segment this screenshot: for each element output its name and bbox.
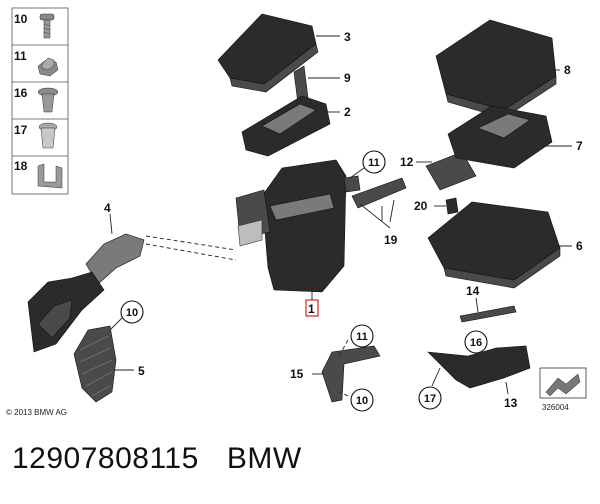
- part-12-strip: [425, 151, 477, 191]
- legend-number: 10: [14, 12, 28, 26]
- fastener-legend: 10 11 16 17 18: [11, 7, 69, 195]
- part-7-tray: [447, 105, 553, 169]
- callout-13: 13: [504, 396, 518, 410]
- clip-icon: [37, 163, 63, 189]
- callout-7: 7: [576, 139, 583, 153]
- legend-number: 16: [14, 86, 28, 100]
- callout-10-duct: 10: [126, 307, 138, 319]
- expanding-rivet-icon: [37, 87, 59, 113]
- callout-9: 9: [344, 71, 351, 85]
- hex-nut-icon: [37, 57, 59, 77]
- callout-19: 19: [384, 233, 398, 247]
- part-15-bracket: [321, 345, 381, 403]
- part-1-main-housing: [235, 159, 361, 293]
- diagram-number: 326004: [542, 403, 569, 412]
- legend-number: 17: [14, 123, 28, 137]
- exploded-parts-diagram: 10 11 16 17 18 3 9: [6, 7, 587, 417]
- part-8-cover: [435, 19, 557, 119]
- callout-17: 17: [424, 393, 436, 405]
- callout-3: 3: [344, 30, 351, 44]
- callout-1: 1: [308, 302, 315, 316]
- part-4-intake-duct: [27, 233, 145, 353]
- callout-5: 5: [138, 364, 145, 378]
- callout-12: 12: [400, 155, 414, 169]
- screw-icon: [39, 13, 55, 39]
- copyright: © 2013 BMW AG: [6, 408, 67, 417]
- callout-15: 15: [290, 367, 304, 381]
- part-14-bracket: [459, 305, 517, 323]
- callout-11-housing: 11: [368, 157, 380, 169]
- callout-11-bracket: 11: [356, 331, 368, 343]
- callout-4: 4: [104, 201, 111, 215]
- part-number: 12907808115: [12, 442, 199, 475]
- part-2-upper-module: [241, 95, 331, 157]
- callout-6: 6: [576, 239, 583, 253]
- brand-name: BMW: [226, 442, 302, 475]
- legend-number: 18: [14, 159, 28, 173]
- callout-8: 8: [564, 63, 571, 77]
- part-20-clip: [445, 197, 459, 215]
- part-3-fuse-box-cover: [217, 13, 319, 93]
- callout-2: 2: [344, 105, 351, 119]
- part-number-line: 12907808115 BMW: [12, 442, 302, 476]
- part-6-lower-cover: [427, 201, 561, 289]
- plastic-nut-icon: [38, 122, 58, 149]
- diagram-id-icon: [539, 367, 587, 399]
- callout-16: 16: [470, 337, 482, 349]
- callout-20: 20: [414, 199, 428, 213]
- part-5-mesh-panel: [73, 325, 117, 403]
- callout-14: 14: [466, 284, 480, 298]
- legend-number: 11: [14, 49, 27, 63]
- part-19-bracket: [351, 177, 407, 209]
- callout-10-bracket: 10: [356, 395, 368, 407]
